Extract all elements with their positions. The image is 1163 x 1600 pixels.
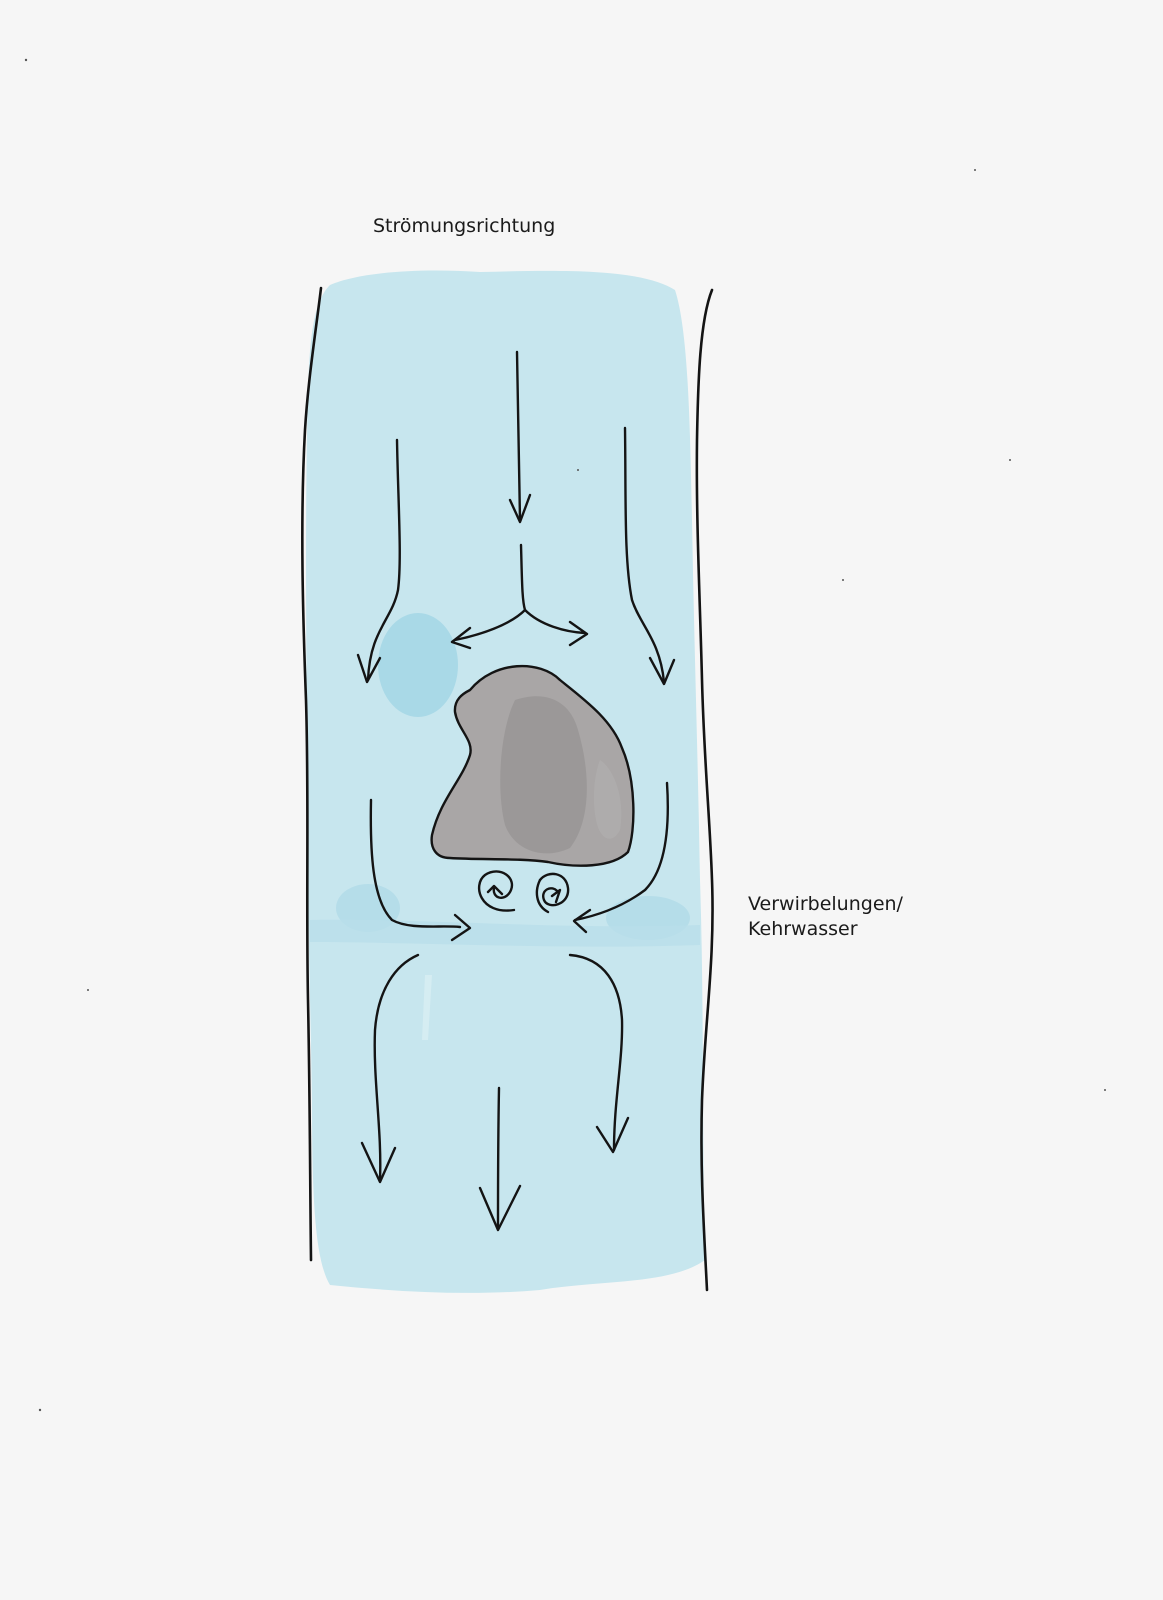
speck — [842, 579, 844, 581]
paper-specks — [24, 58, 1106, 1412]
left-bank-line — [301, 286, 323, 1262]
arrow-lower-right — [573, 781, 670, 922]
eddy-left-spiral — [477, 870, 516, 912]
speck — [577, 469, 579, 471]
arrow-upper-right — [623, 426, 666, 684]
rock — [430, 664, 635, 867]
arrow-split-right-head — [568, 620, 589, 647]
speck — [87, 989, 89, 991]
water-highlight — [422, 975, 432, 1040]
arrow-bottom-left-head — [360, 1141, 397, 1184]
eddies-label: Verwirbelungen/ Kehrwasser — [748, 892, 903, 942]
eddy-right-tail — [535, 878, 550, 914]
arrow-bottom-left — [373, 953, 420, 1182]
arrow-bottom-right-head — [595, 1116, 630, 1154]
speck — [1104, 1089, 1106, 1091]
eddy-band — [310, 919, 700, 947]
arrow-upper-left — [366, 438, 401, 682]
right-bank-line — [695, 288, 714, 1292]
eddy-left-shade — [378, 613, 458, 717]
arrow-lower-right-head — [572, 908, 592, 934]
arrow-bottom-center-head — [478, 1184, 522, 1232]
river-banks — [301, 286, 714, 1292]
arrow-split-right — [523, 608, 587, 635]
arrow-top-center — [515, 350, 522, 522]
rock-shade — [500, 696, 587, 854]
flow-direction-label: Strömungsrichtung — [373, 215, 556, 237]
eddy-right-spiral-head — [550, 888, 562, 904]
rock-shade-2 — [593, 760, 622, 839]
arrow-upper-left-head — [356, 653, 382, 684]
flow-arrows — [356, 350, 676, 1232]
speck — [38, 1408, 42, 1412]
eddies-label-line1: Verwirbelungen/ — [748, 893, 903, 915]
eddy-left-spiral-head — [486, 884, 504, 896]
eddies-label-line2: Kehrwasser — [748, 918, 858, 940]
arrow-top-center-head — [508, 493, 532, 524]
arrow-bottom-center — [496, 1086, 501, 1230]
arrow-split-stem — [519, 543, 527, 612]
arrow-split-left-head — [450, 626, 472, 650]
speck — [1009, 459, 1011, 461]
arrow-upper-right-head — [648, 656, 676, 686]
arrow-lower-left-head — [450, 913, 472, 942]
speck — [974, 169, 976, 171]
speck — [24, 58, 28, 62]
arrow-bottom-right — [568, 953, 624, 1152]
arrow-split-left — [453, 608, 527, 642]
eddy-right-spiral — [538, 872, 570, 907]
arrow-lower-left — [369, 798, 462, 929]
